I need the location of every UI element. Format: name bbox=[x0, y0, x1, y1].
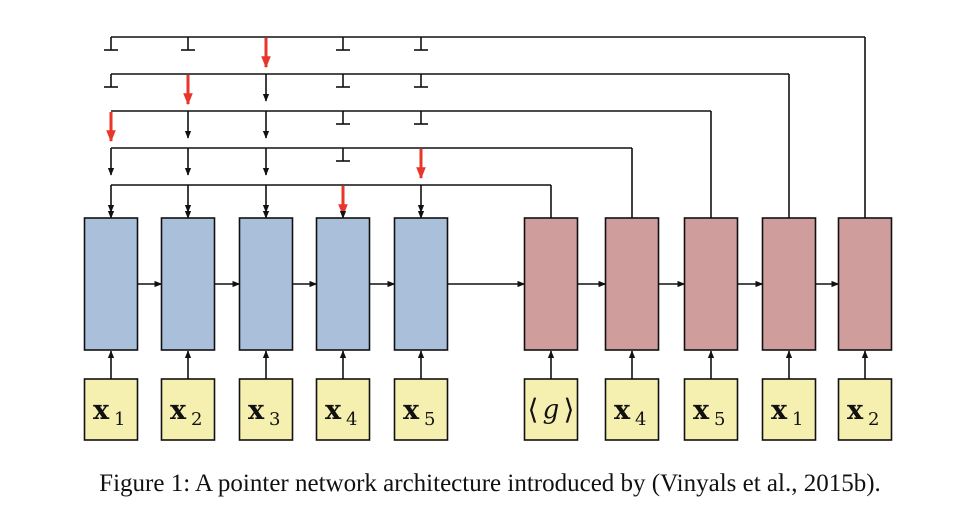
encoder-block-2 bbox=[160, 217, 216, 351]
token-subscript: 5 bbox=[424, 409, 435, 430]
token-subscript: 5 bbox=[714, 409, 725, 430]
token-subscript: 1 bbox=[114, 409, 125, 430]
pointer-step-1 bbox=[107, 184, 552, 218]
token-label: x bbox=[403, 395, 420, 426]
attention-connections bbox=[104, 36, 866, 219]
token-subscript: 4 bbox=[635, 409, 646, 430]
rnn-blocks bbox=[83, 217, 893, 351]
input-box bbox=[315, 378, 371, 441]
token-label: x bbox=[170, 395, 187, 426]
decoder-input-1: ⟨g⟩ bbox=[523, 350, 579, 441]
input-box bbox=[238, 378, 294, 441]
go-bracket-left: ⟨ bbox=[528, 393, 539, 426]
go-bracket-right: ⟩ bbox=[564, 393, 575, 426]
token-subscript: 1 bbox=[792, 409, 803, 430]
token-label: x bbox=[325, 395, 342, 426]
decoder-block-1 bbox=[523, 217, 579, 351]
input-box bbox=[683, 378, 739, 441]
token-label: x bbox=[248, 395, 265, 426]
input-box bbox=[761, 378, 817, 441]
input-box bbox=[83, 378, 139, 441]
decoder-block-3 bbox=[683, 217, 739, 351]
figure-caption: Figure 1: A pointer network architecture… bbox=[99, 470, 881, 497]
token-subscript: 2 bbox=[191, 409, 202, 430]
pointer-step-3 bbox=[106, 110, 712, 218]
encoder-block-1 bbox=[83, 217, 139, 351]
decoder-block-2 bbox=[604, 217, 660, 351]
token-label: x bbox=[93, 395, 110, 426]
decoder-block-5 bbox=[837, 217, 893, 351]
token-subscript: 4 bbox=[346, 409, 357, 430]
pointer-step-5 bbox=[104, 36, 866, 218]
encoder-block-3 bbox=[238, 217, 294, 351]
token-label: x bbox=[771, 395, 788, 426]
encoder-block-4 bbox=[315, 217, 371, 351]
token-label: x bbox=[847, 395, 864, 426]
token-label: x bbox=[614, 395, 631, 426]
pointer-step-4 bbox=[104, 73, 790, 218]
encoder-block-5 bbox=[393, 217, 449, 351]
go-symbol: g bbox=[543, 395, 560, 425]
input-box bbox=[523, 378, 579, 441]
pointer-step-2 bbox=[107, 147, 633, 218]
token-subscript: 3 bbox=[269, 409, 280, 430]
token-label: x bbox=[693, 395, 710, 426]
token-subscript: 2 bbox=[868, 409, 879, 430]
decoder-block-4 bbox=[761, 217, 817, 351]
